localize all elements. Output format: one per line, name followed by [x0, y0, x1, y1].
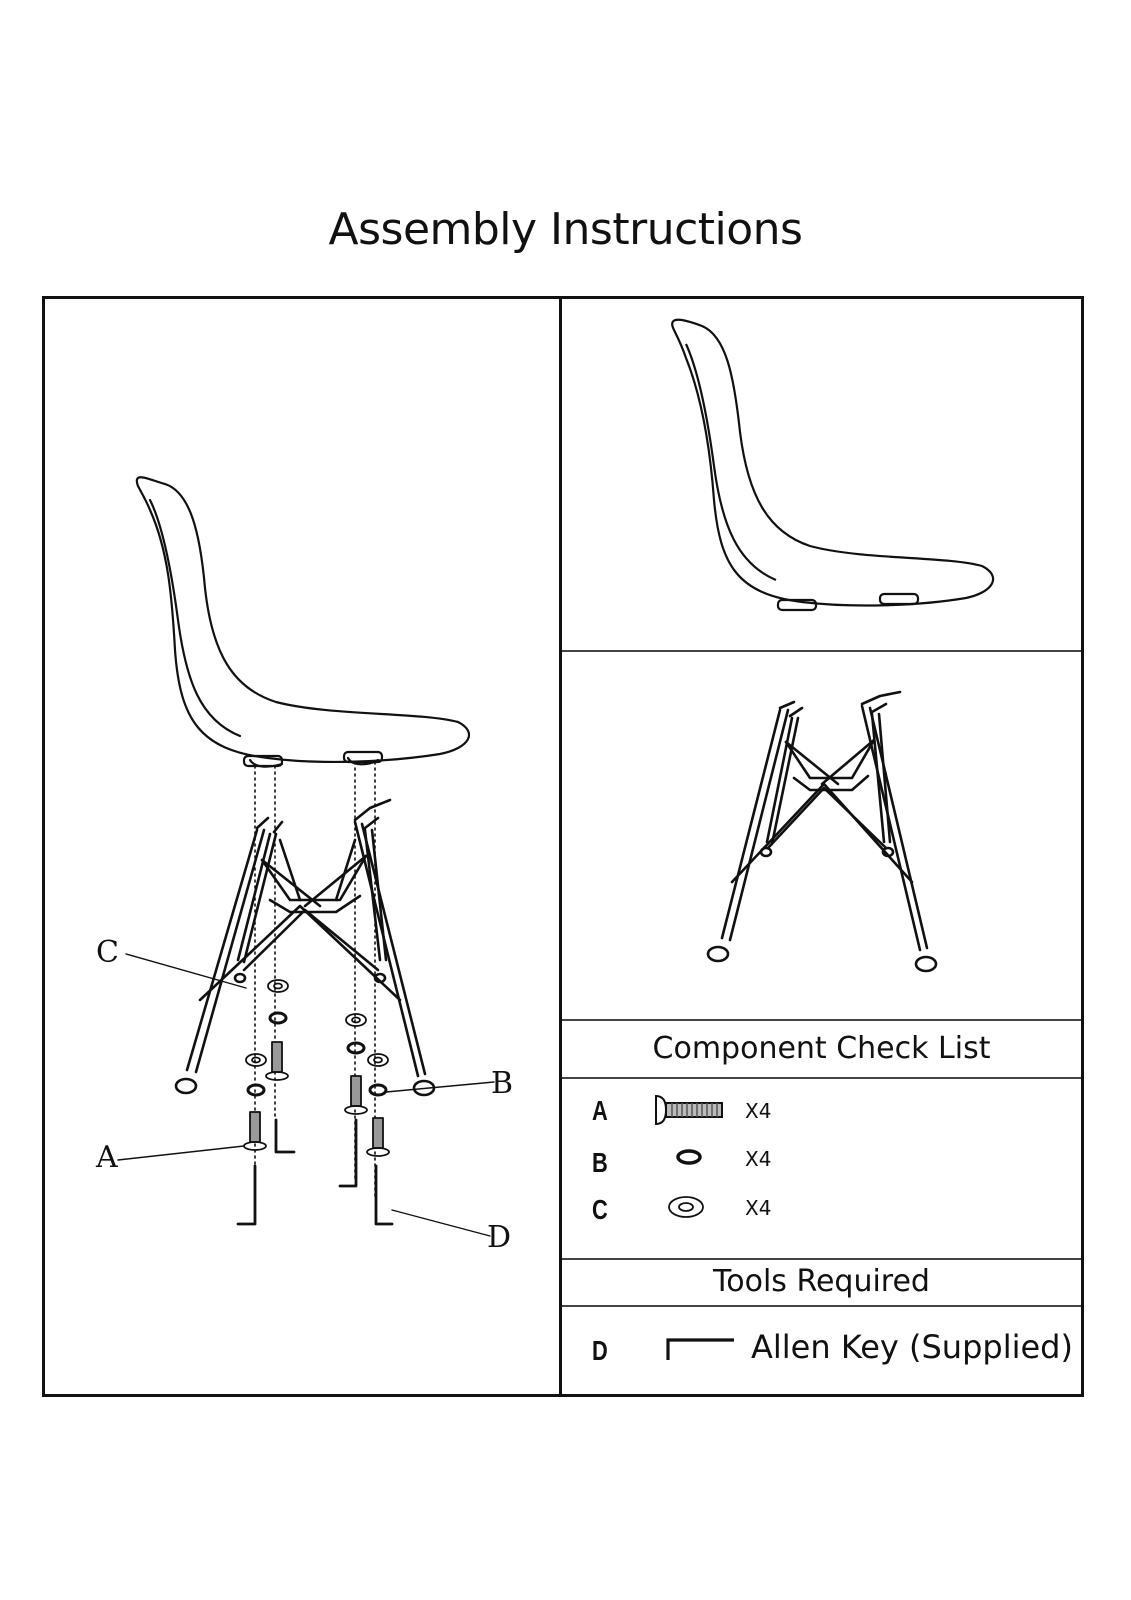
allen-keys — [236, 1118, 394, 1226]
tools-label-allen-key: Allen Key (Supplied) — [751, 1328, 1073, 1366]
divider-tools — [562, 1258, 1081, 1260]
callout-b: B — [491, 1066, 514, 1101]
checklist-title: Component Check List — [652, 1031, 991, 1066]
flat-washer-icon — [668, 1196, 704, 1218]
checklist-qty-b: X4 — [745, 1147, 772, 1171]
divider-checklist-header — [562, 1077, 1081, 1079]
callout-a: A — [96, 1140, 118, 1175]
exploded-assembly-diagram — [117, 476, 495, 1237]
bolt-icon — [655, 1094, 723, 1126]
divider-seat-frame — [562, 650, 1081, 652]
checklist-letter-a: A — [592, 1095, 608, 1126]
instruction-frame — [42, 296, 1084, 1397]
seat-shell-part-icon — [671, 318, 995, 612]
base-frame-part-icon — [706, 690, 938, 973]
checklist-qty-a: X4 — [745, 1099, 772, 1123]
leader-lines — [117, 953, 495, 1237]
callout-d: D — [487, 1220, 512, 1255]
allen-key-icon — [666, 1338, 734, 1360]
eiffel-base-frame-icon — [174, 798, 436, 1097]
tools-title: Tools Required — [713, 1264, 930, 1299]
spring-washer-icon — [676, 1149, 702, 1165]
callout-c: C — [96, 935, 119, 970]
vertical-divider — [559, 296, 562, 1397]
seat-shell-icon — [135, 476, 470, 768]
divider-frame-checklist — [562, 1019, 1081, 1021]
hardware-stack-left — [243, 979, 289, 1151]
checklist-qty-c: X4 — [745, 1196, 772, 1220]
divider-tools-header — [562, 1305, 1081, 1307]
checklist-letter-b: B — [592, 1147, 608, 1178]
hardware-stack-right — [344, 1013, 390, 1157]
checklist-letter-c: C — [592, 1194, 608, 1225]
tools-letter-d: D — [592, 1335, 608, 1366]
page-title: Assembly Instructions — [328, 204, 803, 255]
